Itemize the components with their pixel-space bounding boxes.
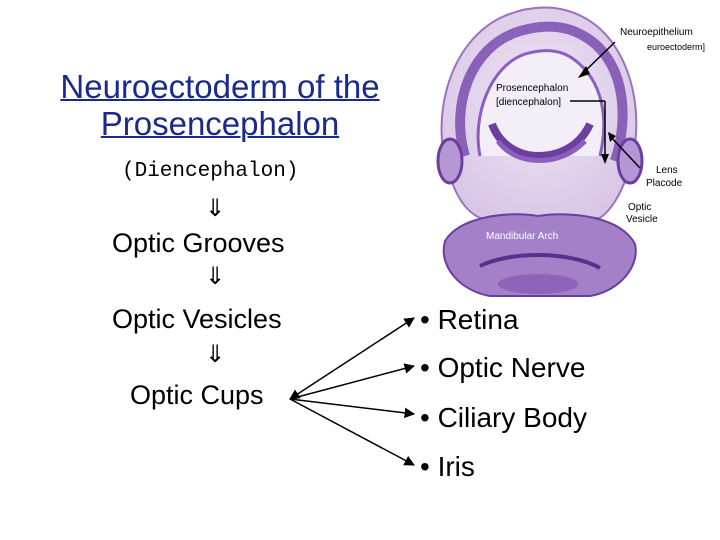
step-optic-cups: Optic Cups (130, 380, 264, 410)
label-neuroepithelium: Neuroepithelium (620, 27, 693, 38)
label-diencephalon: [diencephalon] (496, 97, 562, 108)
label-prosencephalon: Prosencephalon (496, 83, 569, 94)
arrow-to-iris (289, 398, 415, 466)
label-lens: Lens (656, 165, 678, 176)
arrow-to-retina (289, 317, 415, 400)
embryo-micrograph (436, 6, 644, 297)
page-title: Neuroectoderm of the Prosencephalon (20, 68, 420, 142)
outcome-ciliary-body: • Ciliary Body (420, 402, 587, 433)
title-line-2: Prosencephalon (100, 105, 340, 142)
label-mandibular-arch: Mandibular Arch (486, 231, 559, 242)
down-arrow-icon: ⇓ (205, 340, 226, 368)
arrow-to-ciliary-body (289, 398, 416, 419)
outcome-retina: • Retina (420, 304, 519, 335)
down-arrow-icon: ⇓ (205, 194, 226, 222)
outcome-iris: • Iris (420, 451, 475, 482)
title-line-1: Neuroectoderm of the (60, 68, 380, 105)
label-ectoderm: euroectoderm] (647, 42, 706, 52)
step-optic-grooves: Optic Grooves (112, 228, 285, 258)
label-optic: Optic (628, 202, 652, 213)
down-arrow-icon: ⇓ (205, 262, 226, 290)
label-placode: Placode (646, 178, 683, 189)
step-optic-vesicles: Optic Vesicles (112, 304, 282, 334)
subtitle: (Diencephalon) (122, 160, 299, 183)
outcome-optic-nerve: • Optic Nerve (420, 352, 586, 383)
label-vesicle: Vesicle (626, 214, 658, 225)
arrow-to-optic-nerve (289, 363, 416, 400)
